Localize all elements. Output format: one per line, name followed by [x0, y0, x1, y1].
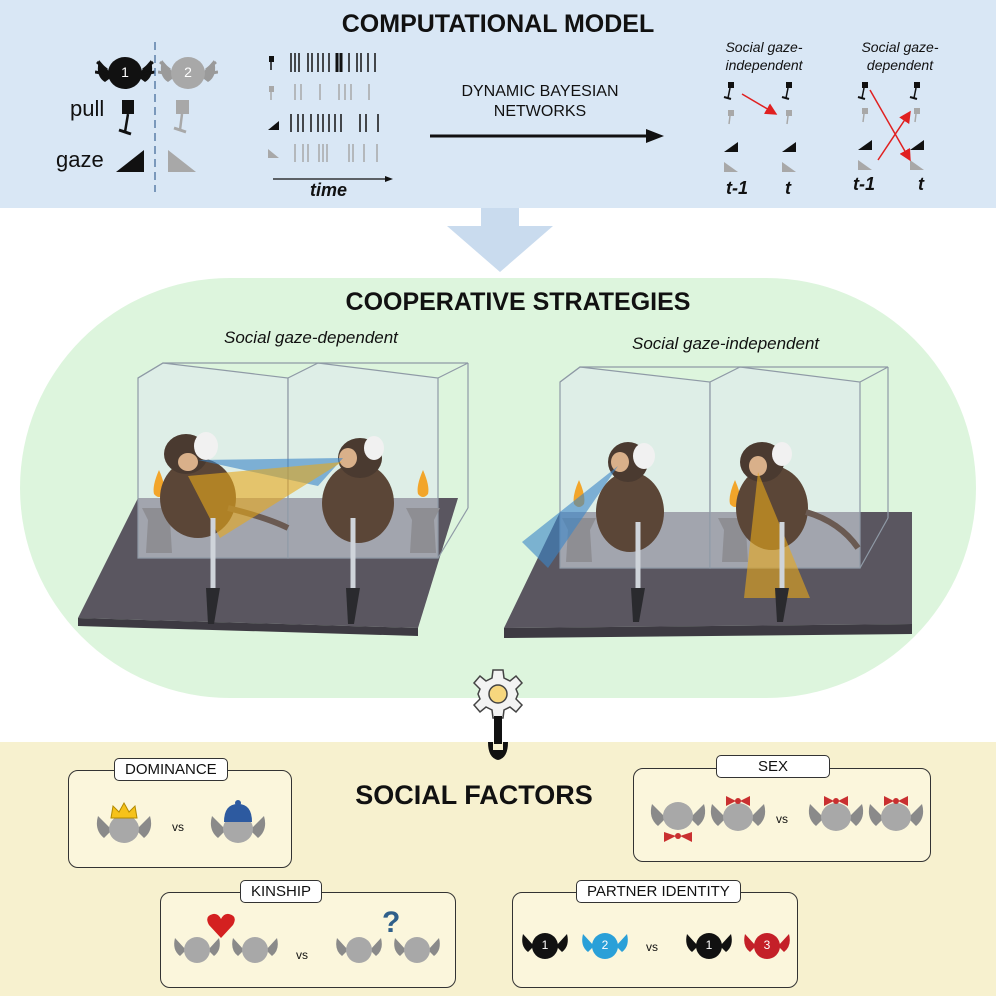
computational-model-title: COMPUTATIONAL MODEL: [341, 10, 655, 38]
dependent-t-now: t: [918, 174, 924, 194]
animal-separator: [154, 42, 156, 192]
dbn-dependent: [857, 82, 924, 170]
monkey-head-icon: [582, 933, 628, 959]
heart-icon: [207, 913, 235, 938]
monkey-head-icon: [95, 57, 155, 89]
gear-icon: [472, 669, 524, 760]
reward-drop: [417, 470, 429, 497]
raster-row-pull-1: [269, 53, 376, 72]
dominance-vs: vs: [172, 820, 184, 834]
kinship-label: KINSHIP: [240, 880, 323, 903]
event-raster: [268, 53, 393, 182]
bow-tie-icon: [726, 796, 750, 806]
raster-row-pull-2: [269, 84, 370, 100]
kinship-vs: vs: [296, 948, 308, 962]
animal-1-id: 1: [121, 64, 129, 80]
raster-row-gaze-1: [268, 114, 379, 132]
social-factors-title: SOCIAL FACTORS: [355, 780, 593, 810]
reward-feeder: [406, 508, 440, 553]
network-dependent-title: Social gaze-dependent: [861, 39, 939, 73]
bow-tie-icon: [824, 796, 848, 806]
sex-vs: vs: [776, 812, 788, 826]
monkey-head-icon: [96, 801, 152, 843]
sex-label: SEX: [716, 755, 830, 778]
lever-icon: [173, 100, 189, 134]
partner-id-3: 3: [763, 938, 771, 952]
monkey-head-icon: [744, 933, 790, 959]
method-arrow: [430, 129, 664, 143]
monkey-head-icon: [522, 933, 568, 959]
monkey-head-icon: [210, 800, 266, 843]
independent-t-now: t: [785, 178, 791, 198]
monkey-head-icon: [686, 933, 732, 959]
partner-id-2: 2: [601, 938, 609, 952]
partner-id-1b: 1: [705, 938, 713, 952]
monkey-head-icon: [336, 937, 382, 963]
kinship-box: [160, 892, 456, 988]
crown-icon: [110, 801, 138, 819]
monkey-head-icon: [710, 796, 766, 831]
bow-tie-icon: [884, 796, 908, 806]
monkey-head-icon: [808, 796, 864, 831]
monkey-head-icon: [174, 937, 220, 963]
strategy-left-label: Social gaze-dependent: [224, 328, 398, 347]
dbn-graphs: [723, 82, 924, 172]
pull-label: pull: [70, 96, 105, 121]
wrench-icon: [488, 716, 508, 760]
raster-row-gaze-2: [268, 144, 378, 162]
method-label: DYNAMIC BAYESIAN NETWORKS: [461, 83, 619, 120]
independent-t-prev: t-1: [726, 178, 748, 198]
bow-tie-icon: [664, 832, 692, 842]
monkey-figure: [596, 442, 664, 552]
monkey-head-icon: [394, 937, 440, 963]
monkey-head-icon: [232, 937, 278, 963]
question-mark-icon: ?: [382, 906, 401, 939]
gaze-label: gaze: [56, 147, 104, 172]
down-arrow-icon: [447, 208, 553, 272]
partner-identity-vs: vs: [646, 940, 658, 954]
monkey-head-icon: [650, 802, 706, 842]
partner-identity-label: PARTNER IDENTITY: [576, 880, 741, 903]
dependent-t-prev: t-1: [853, 174, 875, 194]
computational-model-panel: [0, 0, 996, 208]
gaze-cone-yellow: [188, 462, 342, 538]
monkey-head-icon: [868, 796, 924, 831]
gaze-triangle-icon: [168, 150, 196, 172]
time-axis-label: time: [310, 180, 348, 200]
strategy-right-label: Social gaze-independent: [632, 334, 820, 353]
dominance-label: DOMINANCE: [114, 758, 228, 781]
partner-id-1: 1: [541, 938, 549, 952]
monkey-figure: [322, 436, 394, 543]
gaze-cone-blue: [522, 466, 618, 568]
gaze-triangle-icon: [116, 150, 144, 172]
monkey-head-icon: [158, 57, 218, 89]
gaze-cone-yellow: [744, 472, 810, 598]
dbn-independent: [723, 82, 796, 172]
apparatus-gaze-dependent: [78, 362, 469, 636]
beanie-hat-icon: [224, 804, 252, 822]
lever-icon: [118, 100, 134, 136]
apparatus-gaze-independent: [504, 366, 912, 638]
cooperative-strategies-title: COOPERATIVE STRATEGIES: [345, 288, 691, 316]
network-independent-title: Social gaze-independent: [725, 39, 803, 73]
animal-2-id: 2: [184, 64, 192, 80]
